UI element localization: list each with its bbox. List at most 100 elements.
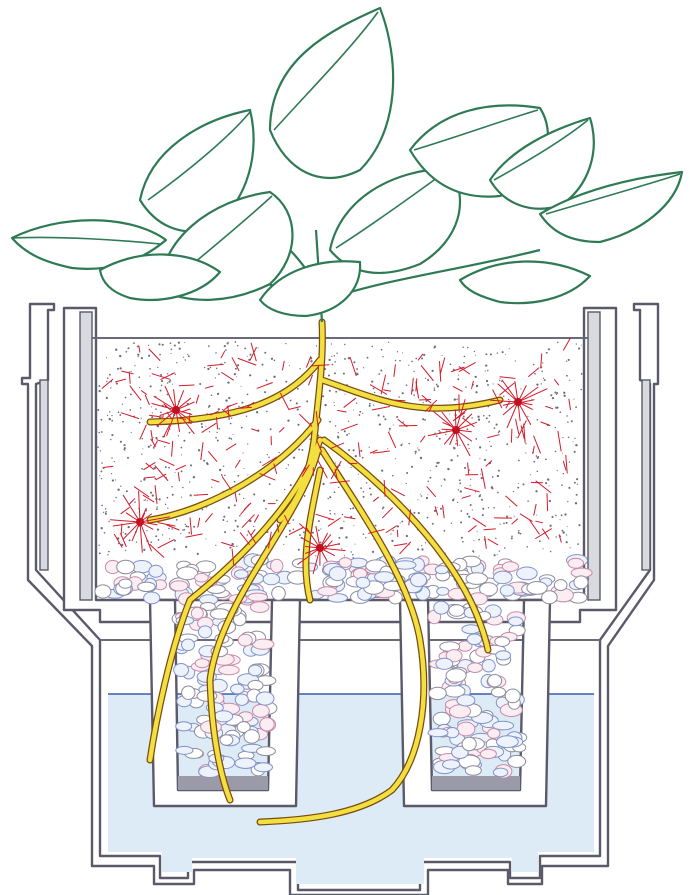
substrate-dot [126, 490, 128, 492]
root-hair [344, 398, 356, 407]
pebble [244, 730, 259, 744]
substrate-dot [98, 432, 99, 433]
substrate-dot [574, 482, 576, 484]
pebble [509, 617, 523, 626]
substrate-dot [459, 445, 460, 446]
substrate-dot [253, 493, 255, 495]
substrate-dot [320, 542, 322, 544]
substrate-dot [107, 377, 109, 379]
substrate-dot [329, 390, 331, 392]
substrate-dot [384, 418, 386, 420]
substrate-dot [432, 370, 434, 372]
root-hair [529, 368, 539, 377]
root-hair [240, 533, 249, 545]
substrate-dot [157, 367, 158, 368]
substrate-dot [271, 358, 273, 360]
substrate-dot [541, 370, 543, 372]
substrate-dot [473, 540, 474, 541]
substrate-dot [329, 510, 330, 511]
pebble [568, 558, 584, 568]
substrate-dot [235, 520, 237, 522]
substrate-dot [359, 414, 361, 416]
substrate-dot [506, 522, 508, 524]
root-hair [516, 419, 519, 433]
substrate-dot [499, 550, 500, 551]
substrate-dot [557, 342, 558, 343]
substrate-dot [488, 421, 490, 423]
root-hair [111, 520, 141, 522]
pebble [493, 768, 508, 777]
substrate-dot [125, 351, 127, 353]
root-hair [158, 540, 174, 548]
substrate-dot [229, 547, 231, 549]
substrate-dot [222, 475, 223, 476]
substrate-dot [420, 494, 421, 495]
substrate-dot [381, 470, 383, 472]
root-hair [202, 423, 216, 432]
substrate-dot [236, 546, 237, 547]
substrate-dot [473, 551, 474, 552]
substrate-dot [130, 393, 132, 395]
root-hair [386, 526, 396, 533]
substrate-dot [199, 383, 201, 385]
substrate-dot [246, 416, 247, 417]
substrate-dot [109, 374, 111, 376]
substrate-dot [205, 426, 206, 427]
substrate-dot [293, 519, 295, 521]
root-hair [139, 346, 140, 353]
substrate-dot [423, 354, 425, 356]
substrate-dot [160, 374, 162, 376]
pebble [491, 687, 505, 697]
substrate-dot [493, 383, 494, 384]
pebble [497, 736, 519, 748]
substrate-dot [264, 352, 266, 354]
substrate-dot [158, 343, 160, 345]
substrate-dot [107, 554, 108, 555]
substrate-dot [105, 511, 107, 513]
pebble [437, 587, 449, 595]
substrate-dot [562, 531, 564, 533]
substrate-dot [562, 437, 563, 438]
root-hair [140, 425, 146, 439]
substrate-dot [556, 394, 557, 395]
substrate-dot [499, 378, 500, 379]
pebble [249, 665, 262, 676]
substrate-dot [537, 471, 539, 473]
substrate-dot [338, 537, 340, 539]
root-hair [307, 357, 311, 368]
substrate-dot [525, 443, 526, 444]
substrate-dot [165, 466, 167, 468]
pebble [182, 686, 195, 699]
substrate-dot [241, 386, 242, 387]
substrate-dot [353, 409, 354, 410]
root-hair [412, 378, 414, 394]
root-hair [208, 364, 224, 365]
substrate-dot [367, 357, 369, 359]
substrate-dot [238, 406, 240, 408]
substrate-dot [453, 447, 454, 448]
root-hair [536, 481, 551, 493]
pebble [182, 639, 195, 651]
substrate-dot [151, 406, 152, 407]
substrate-dot [269, 483, 271, 485]
substrate-dot [329, 496, 331, 498]
root-hair-cluster-icon [172, 406, 180, 414]
substrate-dot [486, 417, 488, 419]
substrate-dot [348, 433, 349, 434]
pebble [457, 695, 475, 706]
root-hair [512, 519, 518, 524]
root-hair [176, 466, 185, 470]
substrate-dot [362, 457, 364, 459]
substrate-dot [489, 441, 490, 442]
substrate-dot [478, 419, 480, 421]
substrate-dot [469, 470, 470, 471]
substrate-dot [506, 443, 508, 445]
substrate-dot [467, 428, 469, 430]
substrate-dot [447, 468, 449, 470]
substrate-dot [276, 500, 278, 502]
substrate-dot [334, 355, 336, 357]
substrate-dot [535, 490, 537, 492]
pebble [250, 602, 269, 613]
pebble [214, 711, 232, 722]
substrate-dot [444, 530, 446, 532]
